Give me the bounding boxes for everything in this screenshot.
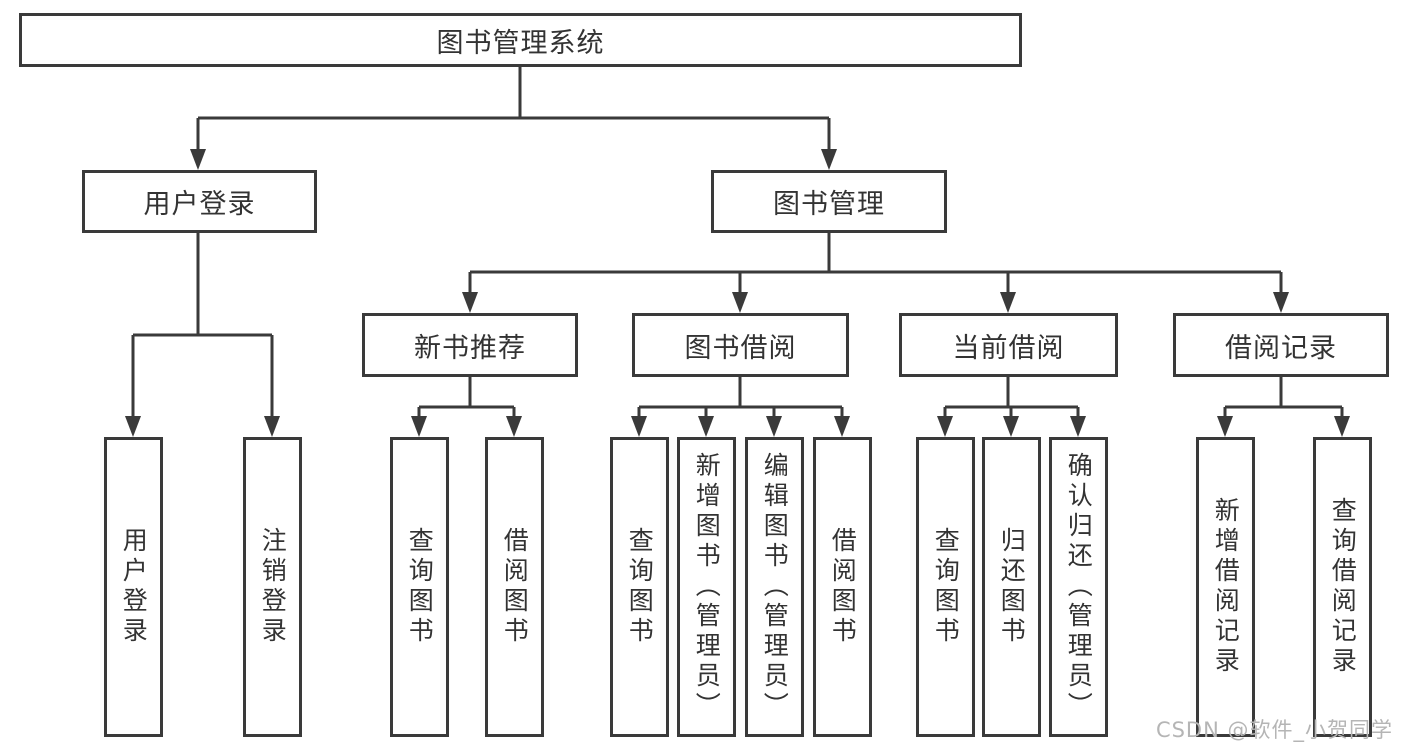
leaf-borrow-books: 借阅图书: [813, 437, 872, 737]
node-current-borrowing: 当前借阅: [899, 313, 1118, 377]
leaf-query-books-current: 查询图书: [916, 437, 975, 737]
leaf-label: 编辑图书（管理员）: [760, 452, 790, 722]
leaf-add-borrow-record: 新增借阅记录: [1196, 437, 1255, 737]
node-borrow-records: 借阅记录: [1173, 313, 1389, 377]
leaf-query-borrow-record: 查询借阅记录: [1313, 437, 1372, 737]
leaf-label: 借阅图书: [828, 527, 858, 647]
arrowhead: [1000, 292, 1016, 313]
leaf-label: 查询图书: [931, 527, 961, 647]
connector-new-book-branch: [417, 376, 516, 417]
arrowhead: [1273, 292, 1289, 313]
node-book-borrowing: 图书借阅: [632, 313, 849, 377]
leaf-label: 新增图书（管理员）: [692, 452, 722, 722]
leaf-return-books: 归还图书: [982, 437, 1041, 737]
arrowhead: [937, 416, 953, 437]
leaf-label: 查询图书: [625, 527, 655, 647]
leaf-label: 注销登录: [258, 527, 288, 647]
node-user-login: 用户登录: [82, 170, 317, 233]
arrowhead: [506, 416, 522, 437]
leaf-confirm-return-admin: 确认归还（管理员）: [1049, 437, 1108, 737]
leaf-query-books-borrowing: 查询图书: [610, 437, 669, 737]
connector-borrow-records-branch: [1223, 376, 1344, 417]
connector-user-login-branch: [131, 233, 274, 417]
arrowhead: [631, 416, 647, 437]
connector-book-mgmt-branch: [468, 233, 1283, 293]
arrowhead: [1070, 416, 1086, 437]
arrowhead: [1334, 416, 1350, 437]
node-new-book-recommend: 新书推荐: [362, 313, 578, 377]
leaf-label: 确认归还（管理员）: [1064, 452, 1094, 722]
arrowhead: [1003, 416, 1019, 437]
leaf-add-book-admin: 新增图书（管理员）: [677, 437, 736, 737]
arrowhead: [1217, 416, 1233, 437]
connector-current-borrow-branch: [943, 376, 1080, 417]
arrowhead: [732, 292, 748, 313]
csdn-watermark: CSDN @软件_小贺同学: [1155, 718, 1393, 742]
connector-book-borrow-branch: [637, 376, 844, 417]
arrowhead: [411, 416, 427, 437]
arrowhead: [462, 292, 478, 313]
leaf-label: 查询借阅记录: [1328, 497, 1358, 677]
leaf-label: 用户登录: [119, 527, 149, 647]
node-library-management-system: 图书管理系统: [19, 13, 1022, 67]
leaf-label: 新增借阅记录: [1211, 497, 1241, 677]
connector-arrowheads: [125, 149, 1350, 437]
leaf-query-books-recommend: 查询图书: [390, 437, 449, 737]
leaf-label: 查询图书: [405, 527, 435, 647]
leaf-borrow-books-recommend: 借阅图书: [485, 437, 544, 737]
connector-lines: [131, 66, 1344, 417]
arrowhead: [264, 416, 280, 437]
arrowhead: [834, 416, 850, 437]
arrowhead: [821, 149, 837, 170]
arrowhead: [125, 416, 141, 437]
connector-root-branch: [196, 66, 831, 150]
leaf-label: 归还图书: [997, 527, 1027, 647]
leaf-edit-book-admin: 编辑图书（管理员）: [745, 437, 804, 737]
arrowhead: [698, 416, 714, 437]
arrowhead: [190, 149, 206, 170]
arrowhead: [766, 416, 782, 437]
leaf-user-login: 用户登录: [104, 437, 163, 737]
leaf-logout: 注销登录: [243, 437, 302, 737]
leaf-label: 借阅图书: [500, 527, 530, 647]
node-book-management: 图书管理: [711, 170, 947, 233]
